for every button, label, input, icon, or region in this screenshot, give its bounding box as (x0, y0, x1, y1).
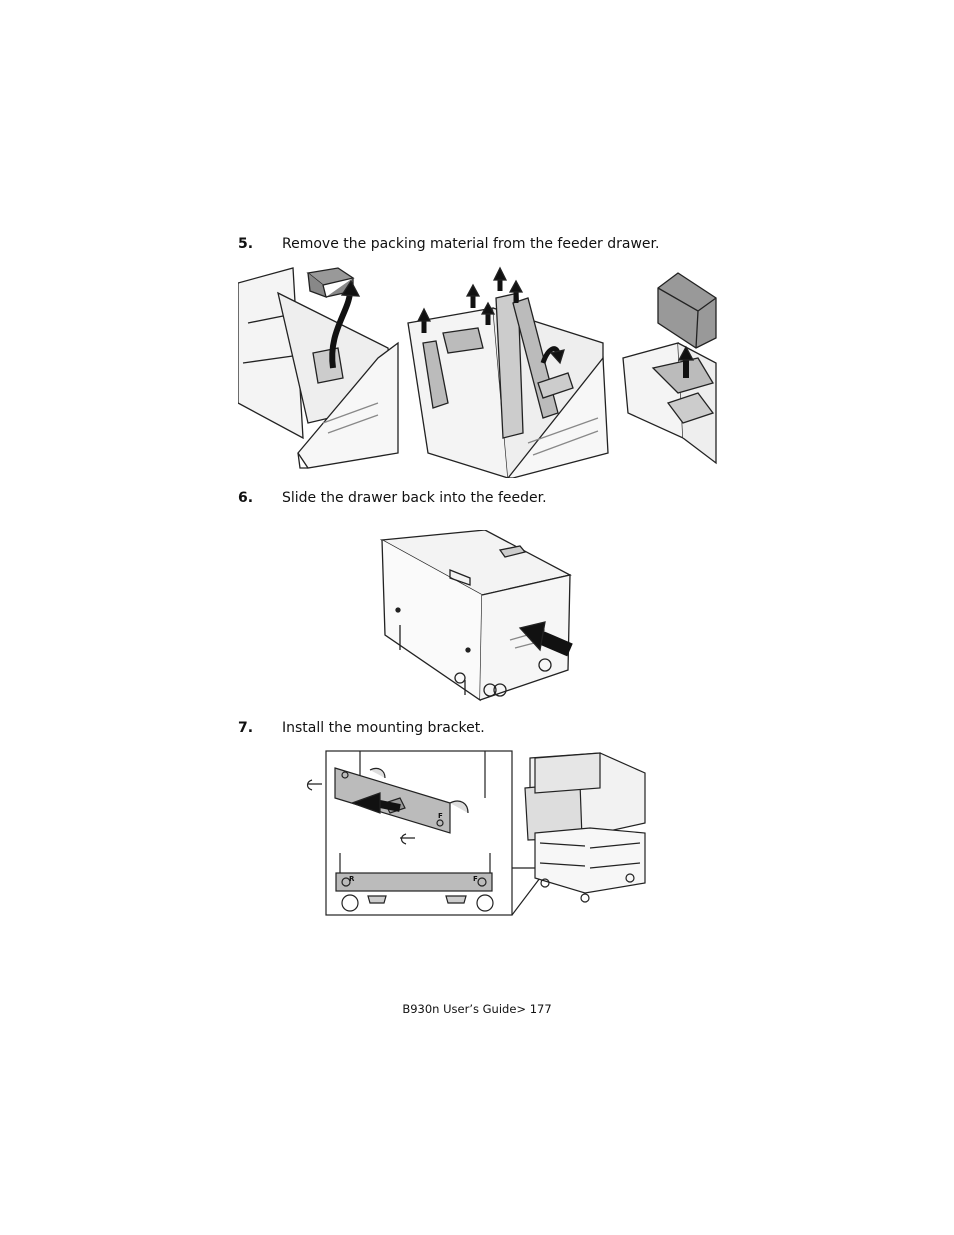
feeder-drawer-drawing (379, 530, 573, 702)
page-number: 177 (529, 1002, 552, 1016)
step-number: 6. (238, 490, 254, 506)
packing-removal-drawing (238, 266, 717, 478)
page-footer: B930n User’s Guide> 177 (0, 1002, 954, 1016)
footer-title: B930n User’s Guide> (402, 1002, 527, 1016)
step-number: 7. (238, 720, 254, 736)
step-text: Slide the drawer back into the feeder. (282, 490, 547, 506)
bracket-rear-label: R (349, 875, 355, 883)
packing-removal-illustration (238, 263, 718, 478)
slide-drawer-illustration (370, 530, 585, 705)
bracket-front-label: F (473, 875, 478, 883)
mounting-bracket-illustration: R F F (300, 748, 650, 920)
bracket-front-label-upper: F (438, 812, 443, 820)
step-text: Install the mounting bracket. (282, 720, 485, 736)
mounting-bracket-drawing: R F F (306, 750, 646, 916)
step-number: 5. (238, 236, 254, 252)
step-text: Remove the packing material from the fee… (282, 236, 660, 252)
